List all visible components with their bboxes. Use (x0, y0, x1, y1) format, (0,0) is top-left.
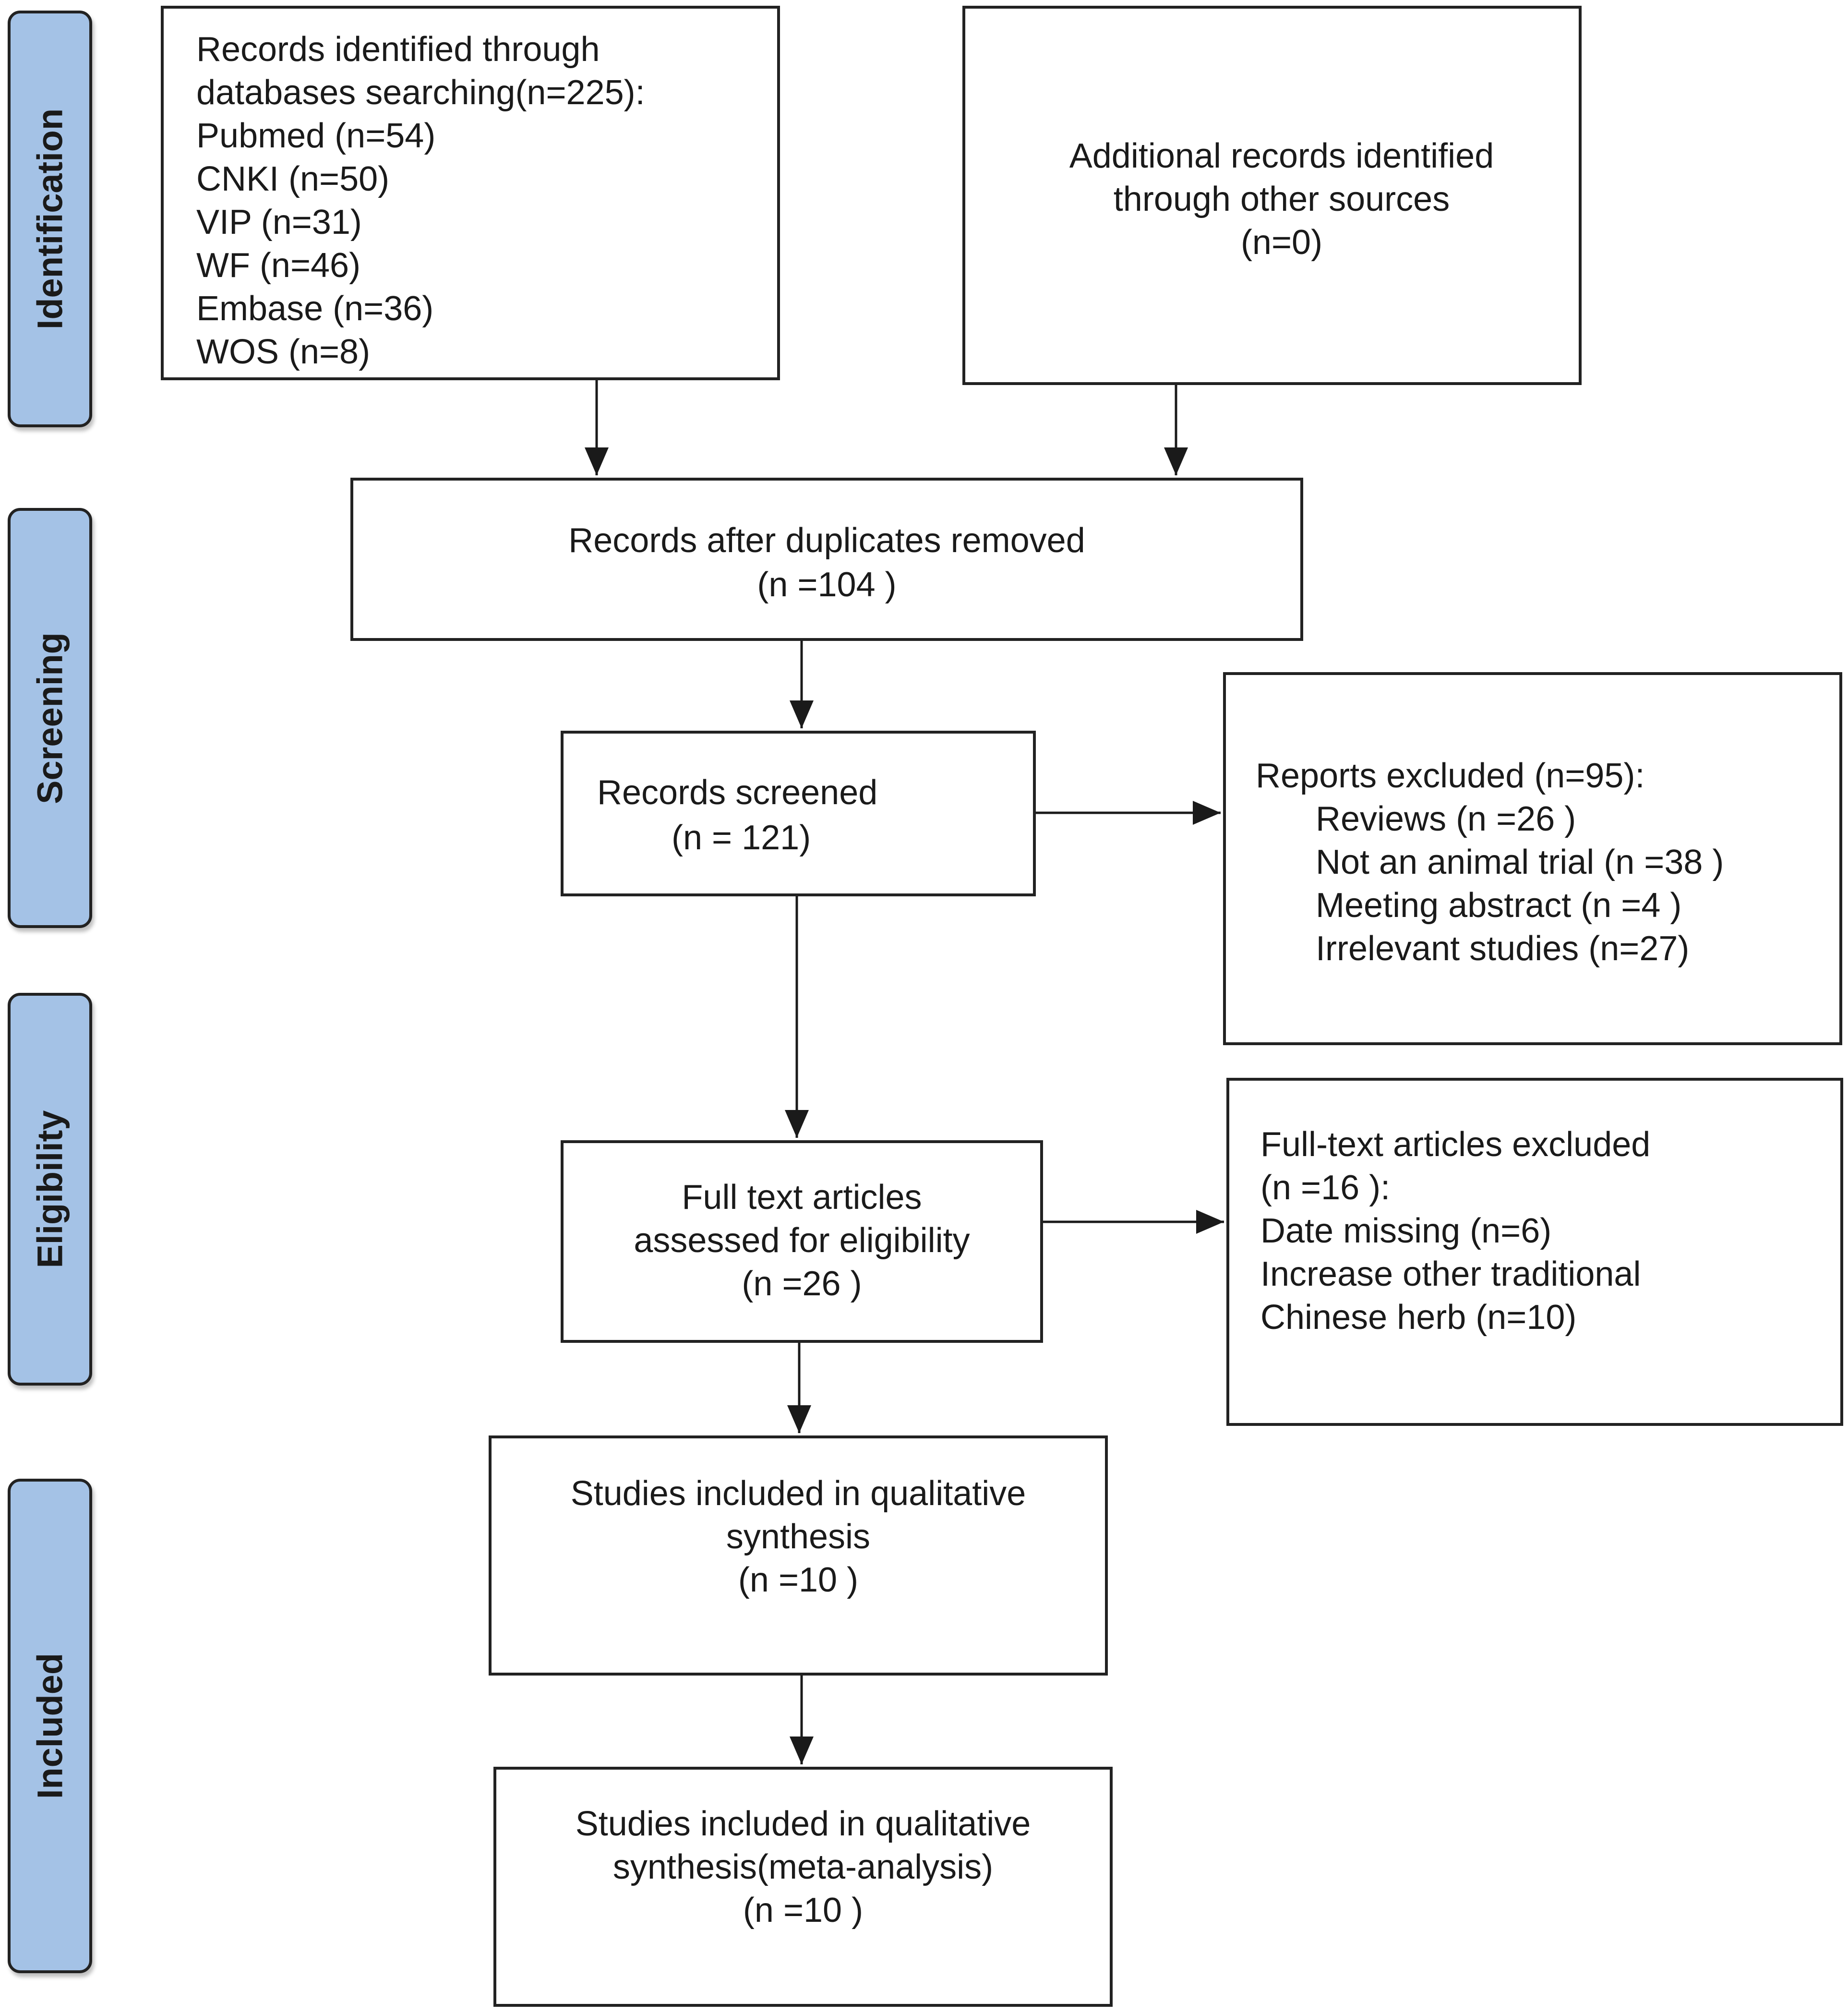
fulltext-excluded-line-2: (n =16 ): (1260, 1169, 1391, 1207)
meta-line-1: Studies included in qualitative (575, 1805, 1031, 1843)
excluded-not-animal-trial: Not an animal trial (n =38 ) (1316, 843, 1724, 881)
fulltext-excluded-line-5: Chinese herb (n=10) (1260, 1298, 1577, 1337)
reports-excluded-title: Reports excluded (n=95): (1256, 757, 1645, 795)
qualitative-synthesis-box: Studies included in qualitative synthesi… (489, 1435, 1108, 1676)
records-screened-box: Records screened (n = 121) (561, 731, 1036, 896)
fulltext-line-1: Full text articles (682, 1178, 922, 1217)
meta-line-3: (n =10 ) (743, 1891, 864, 1930)
fulltext-excluded-line-4: Increase other traditional (1260, 1255, 1641, 1293)
fulltext-line-2: assessed for eligibility (634, 1221, 970, 1260)
phase-eligibility: Eligibility (8, 993, 92, 1386)
arrowhead-8 (790, 1737, 814, 1764)
identification-box: Records identified through databases sea… (161, 6, 780, 380)
arrowhead-4 (1193, 801, 1221, 825)
excluded-irrelevant-studies: Irrelevant studies (n=27) (1316, 929, 1690, 968)
fulltext-line-3: (n =26 ) (742, 1265, 862, 1303)
arrowhead-3 (790, 700, 814, 728)
qualitative-line-1: Studies included in qualitative (570, 1474, 1026, 1513)
fulltext-excluded-box: Full-text articles excluded (n =16 ): Da… (1226, 1078, 1843, 1426)
additional-line-2: through other sources (1113, 180, 1450, 218)
additional-records-box: Additional records identified through ot… (962, 6, 1582, 385)
source-wos: WOS (n=8) (196, 333, 371, 371)
additional-line-3: (n=0) (1240, 223, 1323, 262)
source-pubmed: Pubmed (n=54) (196, 117, 436, 155)
source-embase: Embase (n=36) (196, 289, 434, 328)
excluded-meeting-abstract: Meeting abstract (n =4 ) (1316, 886, 1682, 925)
phase-identification: Identification (8, 11, 92, 427)
meta-analysis-box: Studies included in qualitative synthesi… (493, 1767, 1113, 2007)
excluded-reviews: Reviews (n =26 ) (1316, 800, 1576, 838)
qualitative-line-3: (n =10 ) (738, 1561, 859, 1599)
arrowhead-6 (1196, 1210, 1224, 1234)
meta-line-2: synthesis(meta-analysis) (612, 1848, 994, 1886)
phase-screening: Screening (8, 508, 92, 928)
identification-line-1: Records identified through (196, 30, 600, 69)
source-vip: VIP (n=31) (196, 203, 362, 241)
fulltext-assessed-box: Full text articles assessed for eligibil… (561, 1140, 1043, 1343)
reports-excluded-box: Reports excluded (n=95): Reviews (n =26 … (1223, 672, 1842, 1045)
fulltext-excluded-line-3: Date missing (n=6) (1260, 1212, 1552, 1250)
arrowhead-2 (1164, 447, 1188, 475)
identification-line-2: databases searching(n=225): (196, 73, 645, 112)
additional-line-1: Additional records identified (1069, 137, 1494, 175)
duplicates-removed-box: Records after duplicates removed (n =104… (350, 478, 1303, 641)
fulltext-excluded-line-1: Full-text articles excluded (1260, 1125, 1651, 1164)
arrowhead-5 (785, 1110, 809, 1138)
arrowhead-7 (787, 1405, 811, 1433)
duplicates-line-1: Records after duplicates removed (568, 521, 1085, 560)
screened-line-2: (n = 121) (672, 819, 811, 857)
qualitative-line-2: synthesis (726, 1518, 871, 1556)
screened-line-1: Records screened (597, 773, 878, 812)
source-wf: WF (n=46) (196, 246, 361, 285)
duplicates-line-2: (n =104 ) (757, 566, 897, 604)
source-cnki: CNKI (n=50) (196, 160, 390, 198)
phase-included: Included (8, 1479, 92, 1973)
arrowhead-1 (585, 447, 609, 475)
